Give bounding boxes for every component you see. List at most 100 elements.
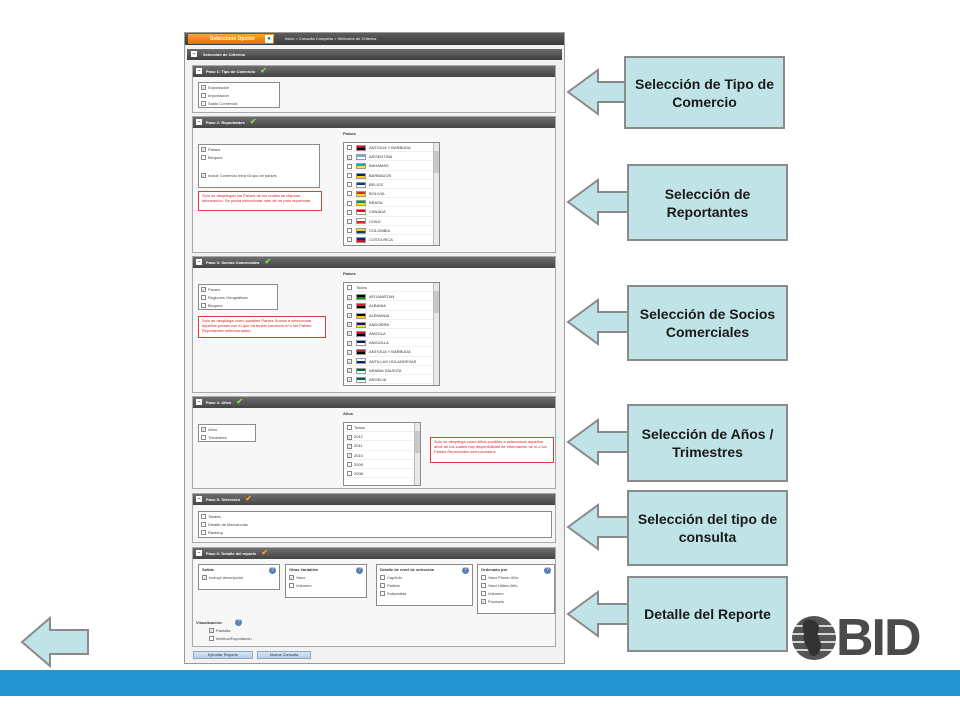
help-icon[interactable]: ? — [356, 567, 363, 574]
checkbox[interactable] — [201, 303, 206, 309]
list-item[interactable]: 2008 — [344, 469, 420, 479]
collapse-icon[interactable]: – — [196, 399, 202, 405]
collapse-icon[interactable]: – — [196, 496, 202, 502]
select-option-menu[interactable]: Seleccione Opción ▾ — [188, 34, 274, 44]
level-option-heading[interactable]: Partida — [377, 582, 472, 590]
checkbox[interactable] — [347, 145, 352, 151]
checkbox[interactable] — [347, 434, 352, 440]
checkbox[interactable] — [347, 453, 352, 458]
list-item[interactable]: BARBADOS — [344, 171, 439, 180]
trade-option-import[interactable]: Importación — [201, 92, 277, 100]
partners-country-list[interactable]: TodosAFGANISTANALBANIAALEMANIAANDORRAANG… — [343, 282, 440, 386]
scroll-thumb[interactable] — [415, 431, 420, 453]
list-item[interactable]: BOLIVIA — [344, 189, 439, 199]
checkbox[interactable] — [347, 209, 352, 215]
step1-header[interactable]: – Paso 1: Tipo de Comercio ✔ — [193, 66, 555, 77]
help-icon[interactable]: ? — [462, 567, 469, 574]
checkbox[interactable] — [347, 228, 352, 234]
query-option-ranking[interactable]: Ranking — [201, 529, 549, 537]
checkbox[interactable] — [347, 462, 352, 468]
intra-group-option[interactable]: Incluir Comercio Intra Grupo de países — [201, 172, 317, 180]
checkbox[interactable] — [347, 443, 352, 449]
checkbox[interactable] — [347, 200, 352, 206]
checkbox[interactable] — [347, 285, 352, 291]
list-item[interactable]: CANADA — [344, 207, 439, 217]
other-option-volume[interactable]: Volumen — [286, 582, 366, 590]
list-item[interactable]: ARGENTINA — [344, 152, 439, 162]
checkbox[interactable] — [380, 575, 385, 581]
list-item[interactable]: 2010 — [344, 451, 420, 460]
checkbox[interactable] — [347, 377, 352, 383]
list-item[interactable]: ANGOLA — [344, 329, 439, 339]
criteria-header[interactable]: – Selección de Criterios — [187, 49, 562, 60]
list-item[interactable]: ALBANIA — [344, 301, 439, 311]
step5-header[interactable]: – Paso 5: Selección ✔ — [193, 494, 555, 505]
period-option-years[interactable]: Años — [201, 426, 253, 434]
reporter-option-countries[interactable]: Países — [201, 146, 317, 154]
list-item[interactable]: COLOMBIA — [344, 226, 439, 235]
partner-option-blocks[interactable]: Bloques — [201, 302, 275, 310]
checkbox[interactable] — [380, 583, 385, 589]
list-item[interactable]: 2012 — [344, 432, 420, 442]
level-option-subheading[interactable]: Subpartida — [377, 590, 472, 598]
order-option-volume[interactable]: Volumen — [478, 590, 554, 598]
checkbox[interactable] — [347, 331, 352, 337]
list-item[interactable]: ANTIGUA Y BARBUDA — [344, 143, 439, 153]
list-item[interactable]: 2009 — [344, 460, 420, 469]
checkbox[interactable] — [347, 173, 352, 178]
checkbox[interactable] — [481, 575, 486, 581]
checkbox[interactable] — [347, 358, 352, 364]
collapse-icon[interactable]: – — [196, 550, 202, 556]
checkbox[interactable] — [201, 85, 206, 91]
scrollbar[interactable] — [433, 143, 439, 245]
checkbox[interactable] — [347, 368, 352, 374]
collapse-icon[interactable]: – — [196, 119, 202, 125]
list-item[interactable]: AFGANISTAN — [344, 292, 439, 302]
checkbox[interactable] — [201, 101, 206, 107]
collapse-icon[interactable]: – — [196, 259, 202, 265]
checkbox[interactable] — [347, 303, 352, 309]
period-option-quarters[interactable]: Trimestres — [201, 434, 253, 442]
visual-option-screen[interactable]: Pantalla — [209, 627, 252, 635]
checkbox[interactable] — [481, 599, 486, 605]
order-option-product[interactable]: Producto — [478, 598, 554, 606]
list-item[interactable]: BAHAMAS — [344, 161, 439, 171]
checkbox[interactable] — [347, 313, 352, 318]
chevron-down-icon[interactable]: ▾ — [265, 35, 273, 43]
other-option-value[interactable]: Valor — [286, 574, 366, 582]
output-option-description[interactable]: Incluye descripción — [199, 574, 279, 582]
checkbox[interactable] — [289, 575, 294, 581]
checkbox[interactable] — [481, 583, 486, 589]
list-item[interactable]: BELICE — [344, 180, 439, 189]
checkbox[interactable] — [209, 628, 214, 634]
level-option-chapter[interactable]: Capítulo — [377, 574, 472, 582]
checkbox[interactable] — [201, 522, 206, 528]
checkbox[interactable] — [201, 530, 206, 536]
scrollbar[interactable] — [433, 283, 439, 385]
query-option-totals[interactable]: Totales — [201, 513, 549, 521]
checkbox[interactable] — [347, 471, 352, 477]
back-arrow-icon[interactable] — [20, 616, 92, 668]
step4-header[interactable]: – Paso 4: Años ✔ — [193, 397, 555, 408]
checkbox[interactable] — [201, 93, 206, 99]
checkbox[interactable] — [347, 191, 352, 197]
list-item[interactable]: 2011 — [344, 441, 420, 451]
partner-option-regions[interactable]: Regiones Geográficas — [201, 294, 275, 302]
list-item[interactable]: ARGELIA — [344, 375, 439, 385]
checkbox[interactable] — [209, 636, 214, 642]
list-item[interactable]: ANDORRA — [344, 320, 439, 329]
breadcrumb[interactable]: Inicio > Consulta Completa > Selección d… — [285, 36, 377, 41]
trade-option-balance[interactable]: Saldo Comercial — [201, 100, 277, 108]
list-item[interactable]: ARABIA SAUDITA — [344, 366, 439, 375]
checkbox[interactable] — [202, 575, 207, 581]
checkbox[interactable] — [201, 435, 206, 441]
list-item[interactable]: CHILE — [344, 217, 439, 226]
list-item[interactable]: ANTILLAS HOLANDESAS — [344, 357, 439, 366]
trade-option-export[interactable]: Exportación — [201, 84, 277, 92]
order-option-last-year[interactable]: Valor Ultimo Año — [478, 582, 554, 590]
list-item[interactable]: ALEMANIA — [344, 311, 439, 320]
checkbox[interactable] — [347, 182, 352, 188]
checkbox[interactable] — [289, 583, 294, 589]
checkbox[interactable] — [347, 163, 352, 169]
checkbox[interactable] — [347, 218, 352, 224]
